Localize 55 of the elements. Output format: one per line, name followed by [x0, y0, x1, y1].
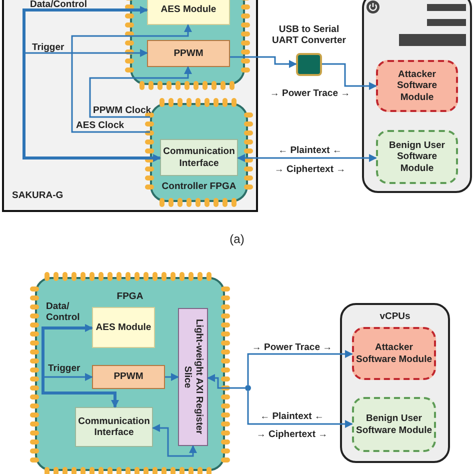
arrow	[207, 374, 245, 389]
software-module-box	[352, 327, 436, 380]
arrow	[237, 154, 377, 162]
case-label: vCPUs	[380, 311, 410, 322]
module-label: Communication Interface	[78, 416, 150, 438]
thick-arrow	[22, 6, 161, 162]
module-label: PPWM	[114, 371, 144, 383]
edge-label: AES Clock	[76, 121, 124, 132]
edge-label: Data/Control	[30, 0, 87, 11]
module-box	[92, 365, 165, 389]
register-slice-box	[178, 308, 208, 446]
module-box	[75, 407, 153, 447]
module-label: Communication Interface	[163, 146, 235, 169]
arrow	[247, 350, 353, 385]
edge-label: Data/ Control	[46, 302, 81, 324]
signal-label: ← Plaintext ←	[260, 410, 324, 424]
signal-label: → Power Trace →	[270, 87, 350, 101]
edge-label: PPWM Clock	[93, 106, 152, 117]
module-label: Benign User Software Module	[388, 140, 446, 174]
arrow	[152, 424, 197, 457]
arrow	[89, 66, 192, 118]
computer-case	[362, 0, 472, 193]
arrow	[230, 56, 297, 68]
thick-arrow	[42, 324, 119, 408]
module-label: Attacker Software Module	[356, 342, 432, 365]
chip-label: USB to Serial UART Converter	[271, 24, 347, 47]
chip-label: FPGA	[116, 291, 144, 302]
module-box	[160, 139, 238, 176]
software-module-box	[352, 397, 436, 452]
signal-label: → Power Trace →	[252, 341, 332, 355]
module-box	[147, 0, 230, 25]
signal-label: → Ciphertext →	[274, 163, 346, 177]
module-label: AES Module	[96, 322, 152, 334]
module-box	[147, 40, 230, 67]
module-label: PPWM	[174, 48, 204, 60]
chip-label: Controller FPGA	[162, 180, 236, 192]
arrow	[165, 373, 179, 381]
module-label: Light-weight AXI Register Slice	[182, 318, 204, 437]
arrow	[322, 63, 377, 90]
panel-label: (a)	[230, 231, 244, 248]
computer-case	[340, 303, 450, 463]
board-label: SAKURA-G	[12, 190, 64, 201]
arrow	[247, 391, 353, 428]
software-module-box	[376, 130, 458, 184]
module-label: AES Module	[160, 4, 216, 16]
board-outline	[2, 0, 258, 212]
module-label: Benign User Software Module	[356, 413, 432, 436]
module-label: Attacker Software Module	[396, 68, 438, 104]
module-box	[92, 307, 155, 348]
edge-label: Trigger	[48, 364, 80, 375]
signal-label: ← Plaintext ←	[278, 144, 342, 158]
signal-label: → Ciphertext →	[256, 428, 328, 442]
edge-label: Trigger	[32, 43, 64, 54]
arrow	[71, 24, 192, 133]
software-module-box	[376, 60, 458, 112]
